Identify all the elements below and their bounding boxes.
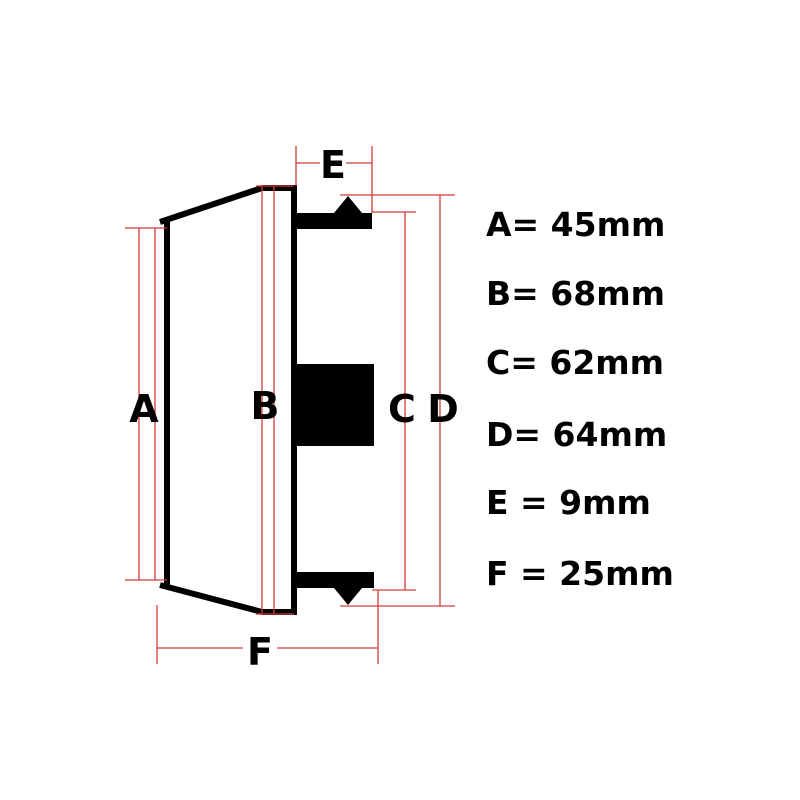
dimension-f-lines [156, 590, 379, 664]
dimension-e-lines [295, 146, 373, 213]
measurement-legend: A= 45mm B= 68mm C= 62mm D= 64mm E = 9mm … [486, 205, 674, 593]
dimension-d-lines [340, 194, 455, 607]
legend-f: F = 25mm [486, 554, 674, 593]
legend-a: A= 45mm [486, 205, 665, 244]
label-e: E [320, 143, 346, 187]
dimension-lines [125, 146, 455, 664]
cap-bottom-slant [159, 582, 263, 615]
label-f: F [247, 630, 273, 674]
dimension-b-lines [256, 185, 294, 615]
top-clip [294, 213, 372, 229]
legend-b: B= 68mm [486, 274, 665, 313]
label-a: A [129, 387, 159, 431]
legend-d: D= 64mm [486, 415, 667, 454]
label-b: B [251, 384, 280, 428]
label-c: C [388, 387, 416, 431]
dimension-a-lines [125, 227, 167, 581]
center-hub [294, 364, 374, 446]
dimension-letters: A B C D E F [129, 143, 458, 674]
bottom-clip [294, 572, 374, 588]
top-clip-hook [334, 196, 362, 213]
label-d: D [427, 387, 459, 431]
cap-top-slant [159, 185, 263, 225]
legend-e: E = 9mm [486, 483, 651, 522]
dimension-c-lines [372, 211, 416, 591]
bottom-clip-hook [334, 588, 362, 605]
legend-c: C= 62mm [486, 343, 664, 382]
cap-body [159, 185, 374, 615]
